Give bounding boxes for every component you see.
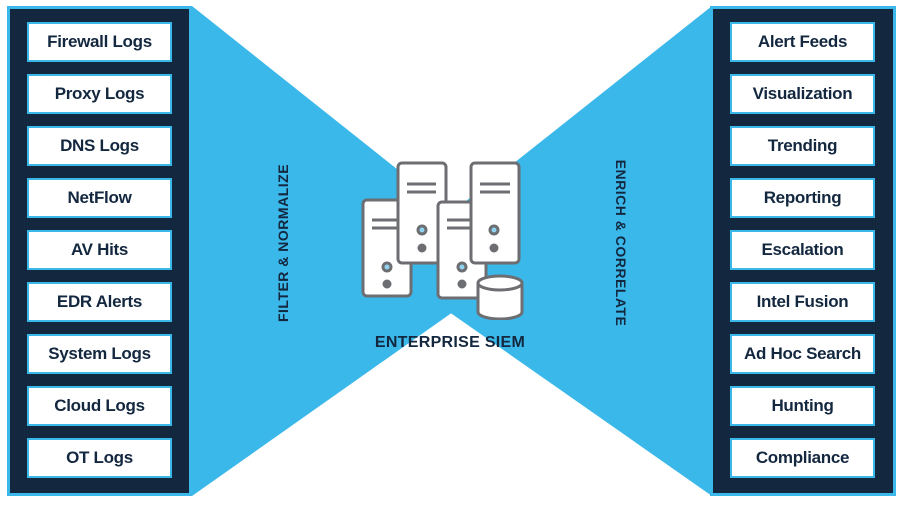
output-box: Hunting — [730, 386, 875, 426]
enrich-correlate-label: ENRICH & CORRELATE — [613, 159, 629, 327]
data-source-box: EDR Alerts — [27, 282, 172, 322]
output-box: Alert Feeds — [730, 22, 875, 62]
server-cluster-icon — [361, 161, 524, 320]
data-source-box: NetFlow — [27, 178, 172, 218]
output-box: Intel Fusion — [730, 282, 875, 322]
data-source-box: Firewall Logs — [27, 22, 172, 62]
output-box: Escalation — [730, 230, 875, 270]
server-icon — [469, 161, 521, 265]
server-icon — [396, 161, 448, 265]
output-box: Visualization — [730, 74, 875, 114]
left-funnel — [192, 6, 505, 496]
output-box: Reporting — [730, 178, 875, 218]
output-box: Trending — [730, 126, 875, 166]
output-box: Compliance — [730, 438, 875, 478]
data-source-box: OT Logs — [27, 438, 172, 478]
right-funnel — [398, 6, 712, 496]
enterprise-siem-label: ENTERPRISE SIEM — [374, 334, 526, 351]
data-source-box: AV Hits — [27, 230, 172, 270]
filter-normalize-label: FILTER & NORMALIZE — [275, 163, 291, 323]
data-source-box: DNS Logs — [27, 126, 172, 166]
output-box: Ad Hoc Search — [730, 334, 875, 374]
data-source-box: Cloud Logs — [27, 386, 172, 426]
data-source-box: System Logs — [27, 334, 172, 374]
data-source-box: Proxy Logs — [27, 74, 172, 114]
database-icon — [476, 274, 524, 320]
